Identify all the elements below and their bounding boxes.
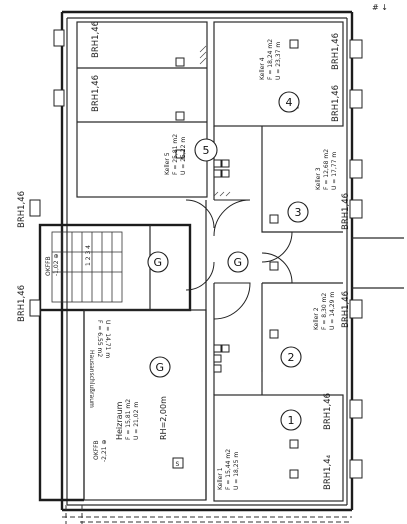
- stair-okffb-value: -1,02 ⊕: [53, 254, 60, 276]
- svg-text:3: 3: [295, 206, 302, 219]
- window-label-top-left-2: BRH1,46: [91, 75, 101, 112]
- stair-okffb: OKFFB: [45, 256, 52, 276]
- room-1-name: Keller 1: [217, 467, 224, 490]
- door-swings: [185, 199, 293, 372]
- svg-text:G: G: [234, 256, 243, 269]
- heizraum-g-circle: G: [149, 356, 171, 378]
- window-label-left-lower: BRH1,46: [17, 285, 27, 322]
- room-3-circle: 3: [287, 201, 309, 223]
- window-label-right-2: BRH1,46: [331, 85, 341, 122]
- room-5-name: Keller 5: [164, 152, 171, 175]
- room-5-perimeter: U = 25,22 m: [180, 137, 187, 175]
- left-windows: [29, 29, 65, 317]
- room-2-perimeter: U = 14,29 m: [329, 292, 336, 330]
- window-label-right-4: BRH1,46: [341, 291, 351, 328]
- room-3-area: F = 12,68 m2: [323, 149, 330, 190]
- svg-text:5: 5: [203, 144, 210, 157]
- corridor-g-circle: G: [227, 251, 249, 273]
- interior-walls: [38, 21, 344, 502]
- room-4-name: Keller 4: [259, 57, 266, 80]
- svg-text:G: G: [156, 361, 165, 374]
- heizraum-area: F = 15,81 m2: [125, 399, 132, 440]
- heizraum-rh: RH=2,00m: [159, 396, 168, 440]
- room-4-area: F = 18,24 m2: [267, 39, 274, 80]
- stair-g-circle: G: [147, 251, 169, 273]
- window-label-left-upper: BRH1,46: [17, 191, 27, 228]
- room-4-perimeter: U = 23,37 m: [275, 42, 282, 80]
- room-3-name: Keller 3: [315, 167, 322, 190]
- room-5-circle: 5: [194, 138, 218, 162]
- room-2-circle: 2: [280, 346, 302, 368]
- corner-note: # ↓: [372, 3, 388, 12]
- room-1-circle: 1: [280, 409, 302, 431]
- hausanschluss-perimeter: U = 14,71 m: [104, 320, 111, 358]
- room-3-perimeter: U = 17,77 m: [331, 152, 338, 190]
- right-windows: [349, 39, 363, 479]
- heizraum-okffb-value: -2,21 ⊕: [101, 440, 108, 462]
- heizraum-okffb: OKFFB: [93, 440, 100, 460]
- svg-text:1: 1: [288, 414, 295, 427]
- hausanschluss-area: F = 6,55 m2: [96, 320, 103, 357]
- svg-text:G: G: [154, 256, 163, 269]
- window-label-right-5: BRH1,46: [323, 393, 333, 430]
- heizraum-perimeter: U = 21,02 m: [133, 402, 140, 440]
- room-4-circle: 4: [278, 91, 300, 113]
- svg-text:4: 4: [286, 96, 293, 109]
- svg-text:2: 2: [288, 351, 295, 364]
- heizraum-name: Heizraum: [115, 401, 124, 440]
- small-s-marker: S: [176, 461, 180, 468]
- room-1-perimeter: U = 18,25 m: [233, 452, 240, 490]
- window-label-top-left-1: BRH1,46: [91, 21, 101, 58]
- room-2-name: Keller 2: [313, 307, 320, 330]
- window-label-right-3: BRH1,46: [341, 193, 351, 230]
- room-2-area: F = 8,30 m2: [321, 293, 328, 330]
- room-1-area: F = 15,44 m2: [225, 449, 232, 490]
- window-label-right-1: BRH1,46: [331, 33, 341, 70]
- window-label-bottom-2: BRH1,4₄: [323, 454, 333, 490]
- staircase: [51, 231, 123, 303]
- hausanschluss-name: Hausanschlußraum: [88, 350, 95, 408]
- wall-hatching: [199, 45, 231, 197]
- stair-numbers: 1 2 3 4: [85, 245, 92, 266]
- room-5-area: F = 25,81 m2: [172, 134, 179, 175]
